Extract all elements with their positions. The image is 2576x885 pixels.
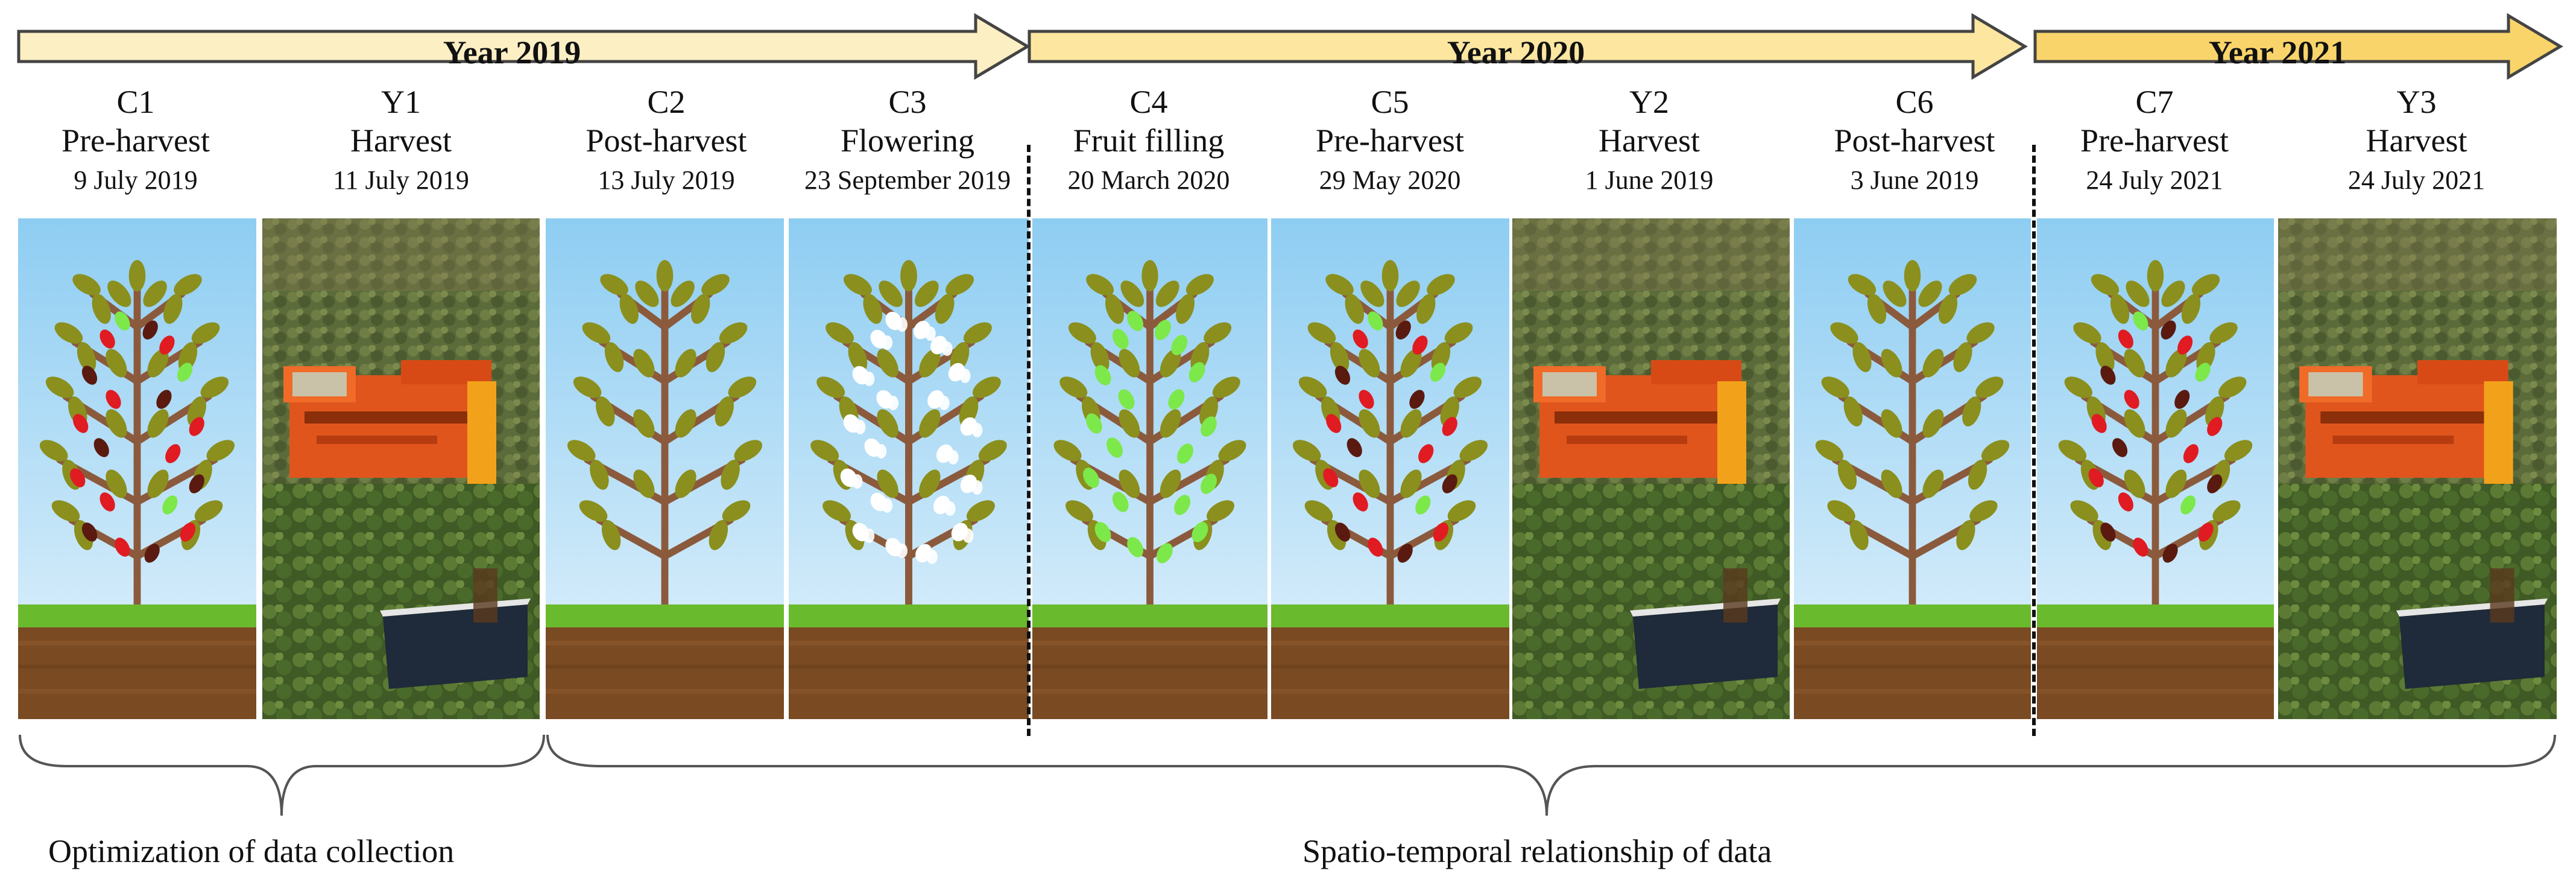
panel-y3 (2278, 218, 2557, 719)
arrow-shape (17, 13, 1031, 80)
column-date: 24 July 2021 (2347, 165, 2486, 195)
column-stage: Harvest (2366, 122, 2467, 159)
arrow-shape (1028, 13, 2028, 80)
panel-c1 (18, 218, 256, 719)
brace-spatio-temporal (546, 733, 2557, 817)
year-label: Year 2021 (2208, 34, 2347, 71)
column-label-c5: C5 Pre-harvest 29 May 2020 (1272, 83, 1507, 196)
arrow-shape (2033, 13, 2563, 80)
column-label-c3: C3 Flowering 23 September 2019 (787, 83, 1028, 196)
column-date: 29 May 2020 (1319, 165, 1461, 195)
column-label-c6: C6 Post-harvest 3 June 2019 (1794, 83, 2035, 196)
column-stage: Post-harvest (586, 122, 747, 159)
year-label: Year 2019 (443, 34, 581, 71)
column-code: Y1 (381, 84, 421, 120)
column-label-c1: C1 Pre-harvest 9 July 2019 (18, 83, 253, 196)
year-arrow-2019: Year 2019 (17, 13, 1031, 80)
panel-y1 (262, 218, 540, 719)
panel-c6 (1794, 218, 2031, 719)
column-label-y3: Y3 Harvest 24 July 2021 (2276, 83, 2557, 196)
panel-c5 (1271, 218, 1509, 719)
panel-c7 (2037, 218, 2274, 719)
column-label-c4: C4 Fruit filling 20 March 2020 (1031, 83, 1266, 196)
column-stage: Pre-harvest (1316, 122, 1464, 159)
column-code: C1 (116, 84, 155, 120)
column-code: C4 (1129, 84, 1168, 120)
year-divider-2020-2021 (2032, 145, 2036, 736)
column-code: C6 (1895, 84, 1934, 120)
column-stage: Pre-harvest (62, 122, 210, 159)
column-date: 24 July 2021 (2086, 165, 2223, 195)
year-arrow-2021: Year 2021 (2033, 13, 2564, 80)
column-date: 23 September 2019 (804, 165, 1011, 195)
panel-c3 (789, 218, 1029, 719)
column-code: C3 (888, 84, 927, 120)
column-date: 9 July 2019 (74, 165, 198, 195)
column-label-c7: C7 Pre-harvest 24 July 2021 (2037, 83, 2272, 196)
year-label: Year 2020 (1447, 34, 1585, 71)
year-arrow-2020: Year 2020 (1028, 13, 2028, 80)
column-stage: Harvest (350, 122, 452, 159)
column-label-y1: Y1 Harvest 11 July 2019 (262, 83, 540, 196)
column-date: 11 July 2019 (333, 165, 469, 195)
column-code: C2 (647, 84, 686, 120)
column-code: C7 (2135, 84, 2174, 120)
column-date: 3 June 2019 (1850, 165, 1979, 195)
column-date: 1 June 2019 (1585, 165, 1714, 195)
column-code: Y3 (2396, 84, 2437, 120)
panel-c4 (1032, 218, 1267, 719)
panel-c2 (546, 218, 784, 719)
column-stage: Post-harvest (1834, 122, 1995, 159)
column-code: C5 (1371, 84, 1409, 120)
column-stage: Pre-harvest (2080, 122, 2229, 159)
group-label-optimization: Optimization of data collection (48, 833, 455, 869)
column-stage: Flowering (841, 122, 974, 159)
column-label-c2: C2 Post-harvest 13 July 2019 (546, 83, 787, 196)
panel-y2 (1512, 218, 1790, 719)
year-divider-2019-2020 (1027, 145, 1031, 736)
group-label-spatio-temporal: Spatio-temporal relationship of data (1302, 833, 1772, 869)
column-label-y2: Y2 Harvest 1 June 2019 (1511, 83, 1788, 196)
column-date: 13 July 2019 (598, 165, 735, 195)
column-stage: Harvest (1599, 122, 1700, 159)
column-date: 20 March 2020 (1067, 165, 1230, 195)
column-stage: Fruit filling (1073, 122, 1225, 159)
column-code: Y2 (1629, 84, 1669, 120)
brace-optimization (18, 733, 546, 817)
